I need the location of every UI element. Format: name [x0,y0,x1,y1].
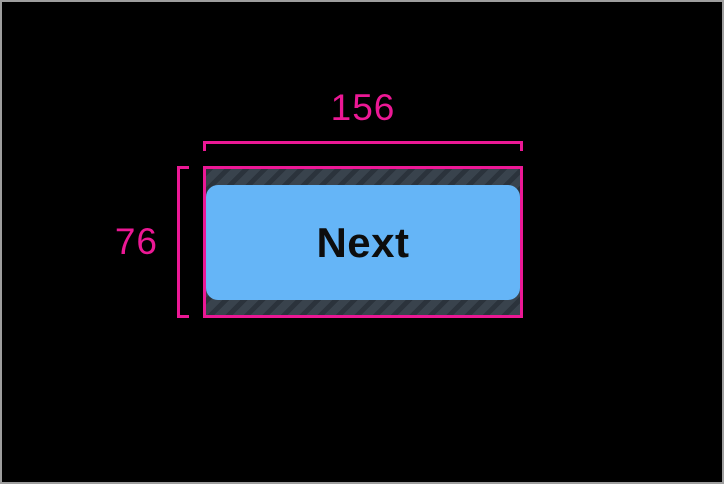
height-dimension-label: 76 [114,221,158,262]
width-measure-bracket [203,141,523,151]
width-dimension-label: 156 [330,87,396,128]
next-button[interactable]: Next [206,185,520,300]
next-button-label: Next [316,218,410,266]
height-measure-bracket [177,166,189,318]
selection-outline: Next [203,166,523,318]
